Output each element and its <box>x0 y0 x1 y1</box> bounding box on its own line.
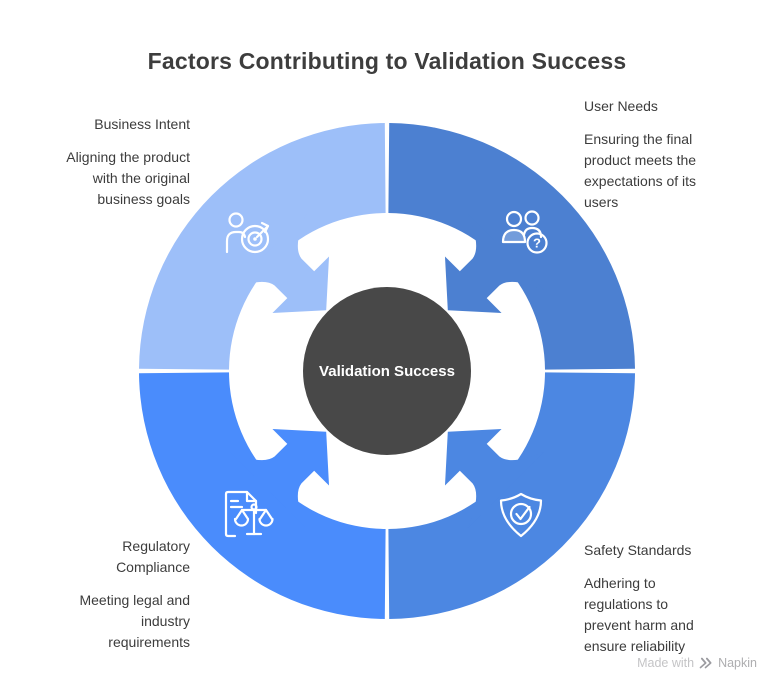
factor-title: Business Intent <box>94 116 190 132</box>
person-target-icon <box>225 212 270 254</box>
watermark-made-with: Made with <box>637 656 695 670</box>
arrow-regulatory-compliance <box>230 428 330 528</box>
factor-title: Safety Standards <box>584 542 692 558</box>
quadrant-business-intent <box>139 123 386 370</box>
center-label: Validation Success <box>319 363 455 380</box>
shield-check-icon <box>499 492 543 538</box>
arrow-business-intent <box>230 214 330 314</box>
factor-description: Meeting legal and industry requirements <box>79 592 190 650</box>
quadrant-regulatory-compliance <box>139 372 386 619</box>
factor-description: Aligning the product with the original b… <box>66 149 190 207</box>
arrow-safety-standards <box>444 428 544 528</box>
quadrant-safety-standards <box>388 372 635 619</box>
factor-title: User Needs <box>584 98 658 114</box>
factor-description: Adhering to regulations to prevent harm … <box>584 575 694 654</box>
center-circle <box>303 287 471 455</box>
factor-label-business-intent: Business Intent Aligning the product wit… <box>52 114 190 210</box>
quadrant-user-needs <box>388 123 635 370</box>
page-title: Factors Contributing to Validation Succe… <box>147 48 627 74</box>
watermark-brand: Napkin <box>718 656 757 670</box>
factor-label-safety-standards: Safety Standards Adhering to regulations… <box>584 540 714 657</box>
question-glyph: ? <box>533 236 541 251</box>
factor-label-user-needs: User Needs Ensuring the final product me… <box>584 96 714 213</box>
arrow-user-needs <box>444 214 544 314</box>
watermark: Made with Napkin <box>637 656 757 670</box>
factor-title: Regulatory Compliance <box>116 538 190 575</box>
napkin-chevrons-icon <box>699 657 712 669</box>
factor-description: Ensuring the final product meets the exp… <box>584 131 697 210</box>
users-question-icon: ? <box>501 210 548 254</box>
factor-label-regulatory-compliance: Regulatory Compliance Meeting legal and … <box>60 536 190 653</box>
document-scales-icon <box>224 490 274 538</box>
